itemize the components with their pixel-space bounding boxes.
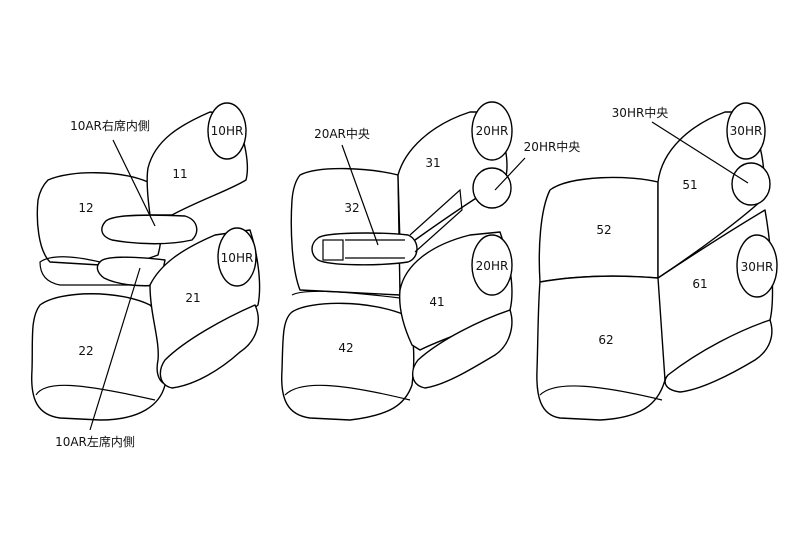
label-part-11: 11 — [172, 167, 187, 181]
second-row-group: 20AR中央 20HR中央 20HR 20HR 31 32 41 42 — [281, 101, 581, 421]
cushion-front-edge-62 — [539, 385, 663, 401]
armrest-10ar-right — [101, 214, 198, 245]
cushion-front-edge-22 — [35, 384, 156, 401]
label-20hr-upper: 20HR — [476, 124, 509, 138]
label-30hr-center: 30HR中央 — [612, 105, 669, 120]
seat-side-41 — [412, 309, 513, 389]
headrest-20hr-upper — [471, 101, 513, 161]
seat-cushion-62 — [536, 275, 667, 421]
label-part-51: 51 — [682, 178, 697, 192]
headrest-20hr-center — [472, 167, 512, 209]
cushion-front-edge-42 — [284, 384, 411, 401]
label-10hr-lower: 10HR — [221, 251, 254, 265]
leader-line-left-inner — [89, 267, 141, 431]
label-part-61: 61 — [692, 277, 707, 291]
label-part-42: 42 — [338, 341, 353, 355]
headrest-30hr-center — [731, 162, 771, 206]
headrest-30hr-upper — [726, 102, 766, 160]
headrest-30hr-lower — [736, 234, 778, 298]
seat-back-32-lower — [291, 290, 401, 299]
label-20hr-lower: 20HR — [476, 259, 509, 273]
seat-side-61 — [664, 319, 773, 393]
headrest-10hr-upper — [207, 102, 247, 160]
third-row-group: 30HR中央 30HR 30HR 51 52 61 62 — [536, 102, 778, 421]
label-20hr-center: 20HR中央 — [524, 139, 581, 154]
front-seats-group: 10AR右席内側 10AR左席内側 10HR 10HR 11 12 21 22 — [31, 102, 261, 449]
label-part-52: 52 — [596, 223, 611, 237]
label-part-21: 21 — [185, 291, 200, 305]
label-30hr-lower: 30HR — [741, 260, 774, 274]
seat-back-32 — [290, 167, 401, 296]
label-10ar-left-inner: 10AR左席内側 — [55, 434, 135, 449]
label-part-62: 62 — [598, 333, 613, 347]
leader-line-20hr-center — [494, 157, 526, 191]
label-part-32: 32 — [344, 201, 359, 215]
seat-cushion-42 — [281, 302, 415, 421]
label-part-41: 41 — [429, 295, 444, 309]
label-10hr-upper: 10HR — [211, 124, 244, 138]
label-part-31: 31 — [425, 156, 440, 170]
center-panel — [409, 188, 463, 253]
center-armrest-20ar — [311, 232, 418, 266]
leader-line-30hr-center — [651, 121, 749, 184]
headrest-20hr-lower — [471, 234, 513, 296]
seat-side-21 — [159, 304, 259, 389]
label-30hr-upper: 30HR — [730, 124, 763, 138]
label-20ar-center: 20AR中央 — [314, 126, 370, 141]
label-part-12: 12 — [78, 201, 93, 215]
headrest-10hr-lower — [217, 227, 257, 287]
cup-holder-icon — [322, 239, 344, 261]
leader-line-right-inner — [112, 139, 156, 227]
label-10ar-right-inner: 10AR右席内側 — [70, 118, 150, 133]
label-part-22: 22 — [78, 344, 93, 358]
leader-line-20ar-center — [341, 144, 379, 246]
armrest-10ar-left — [96, 256, 166, 287]
